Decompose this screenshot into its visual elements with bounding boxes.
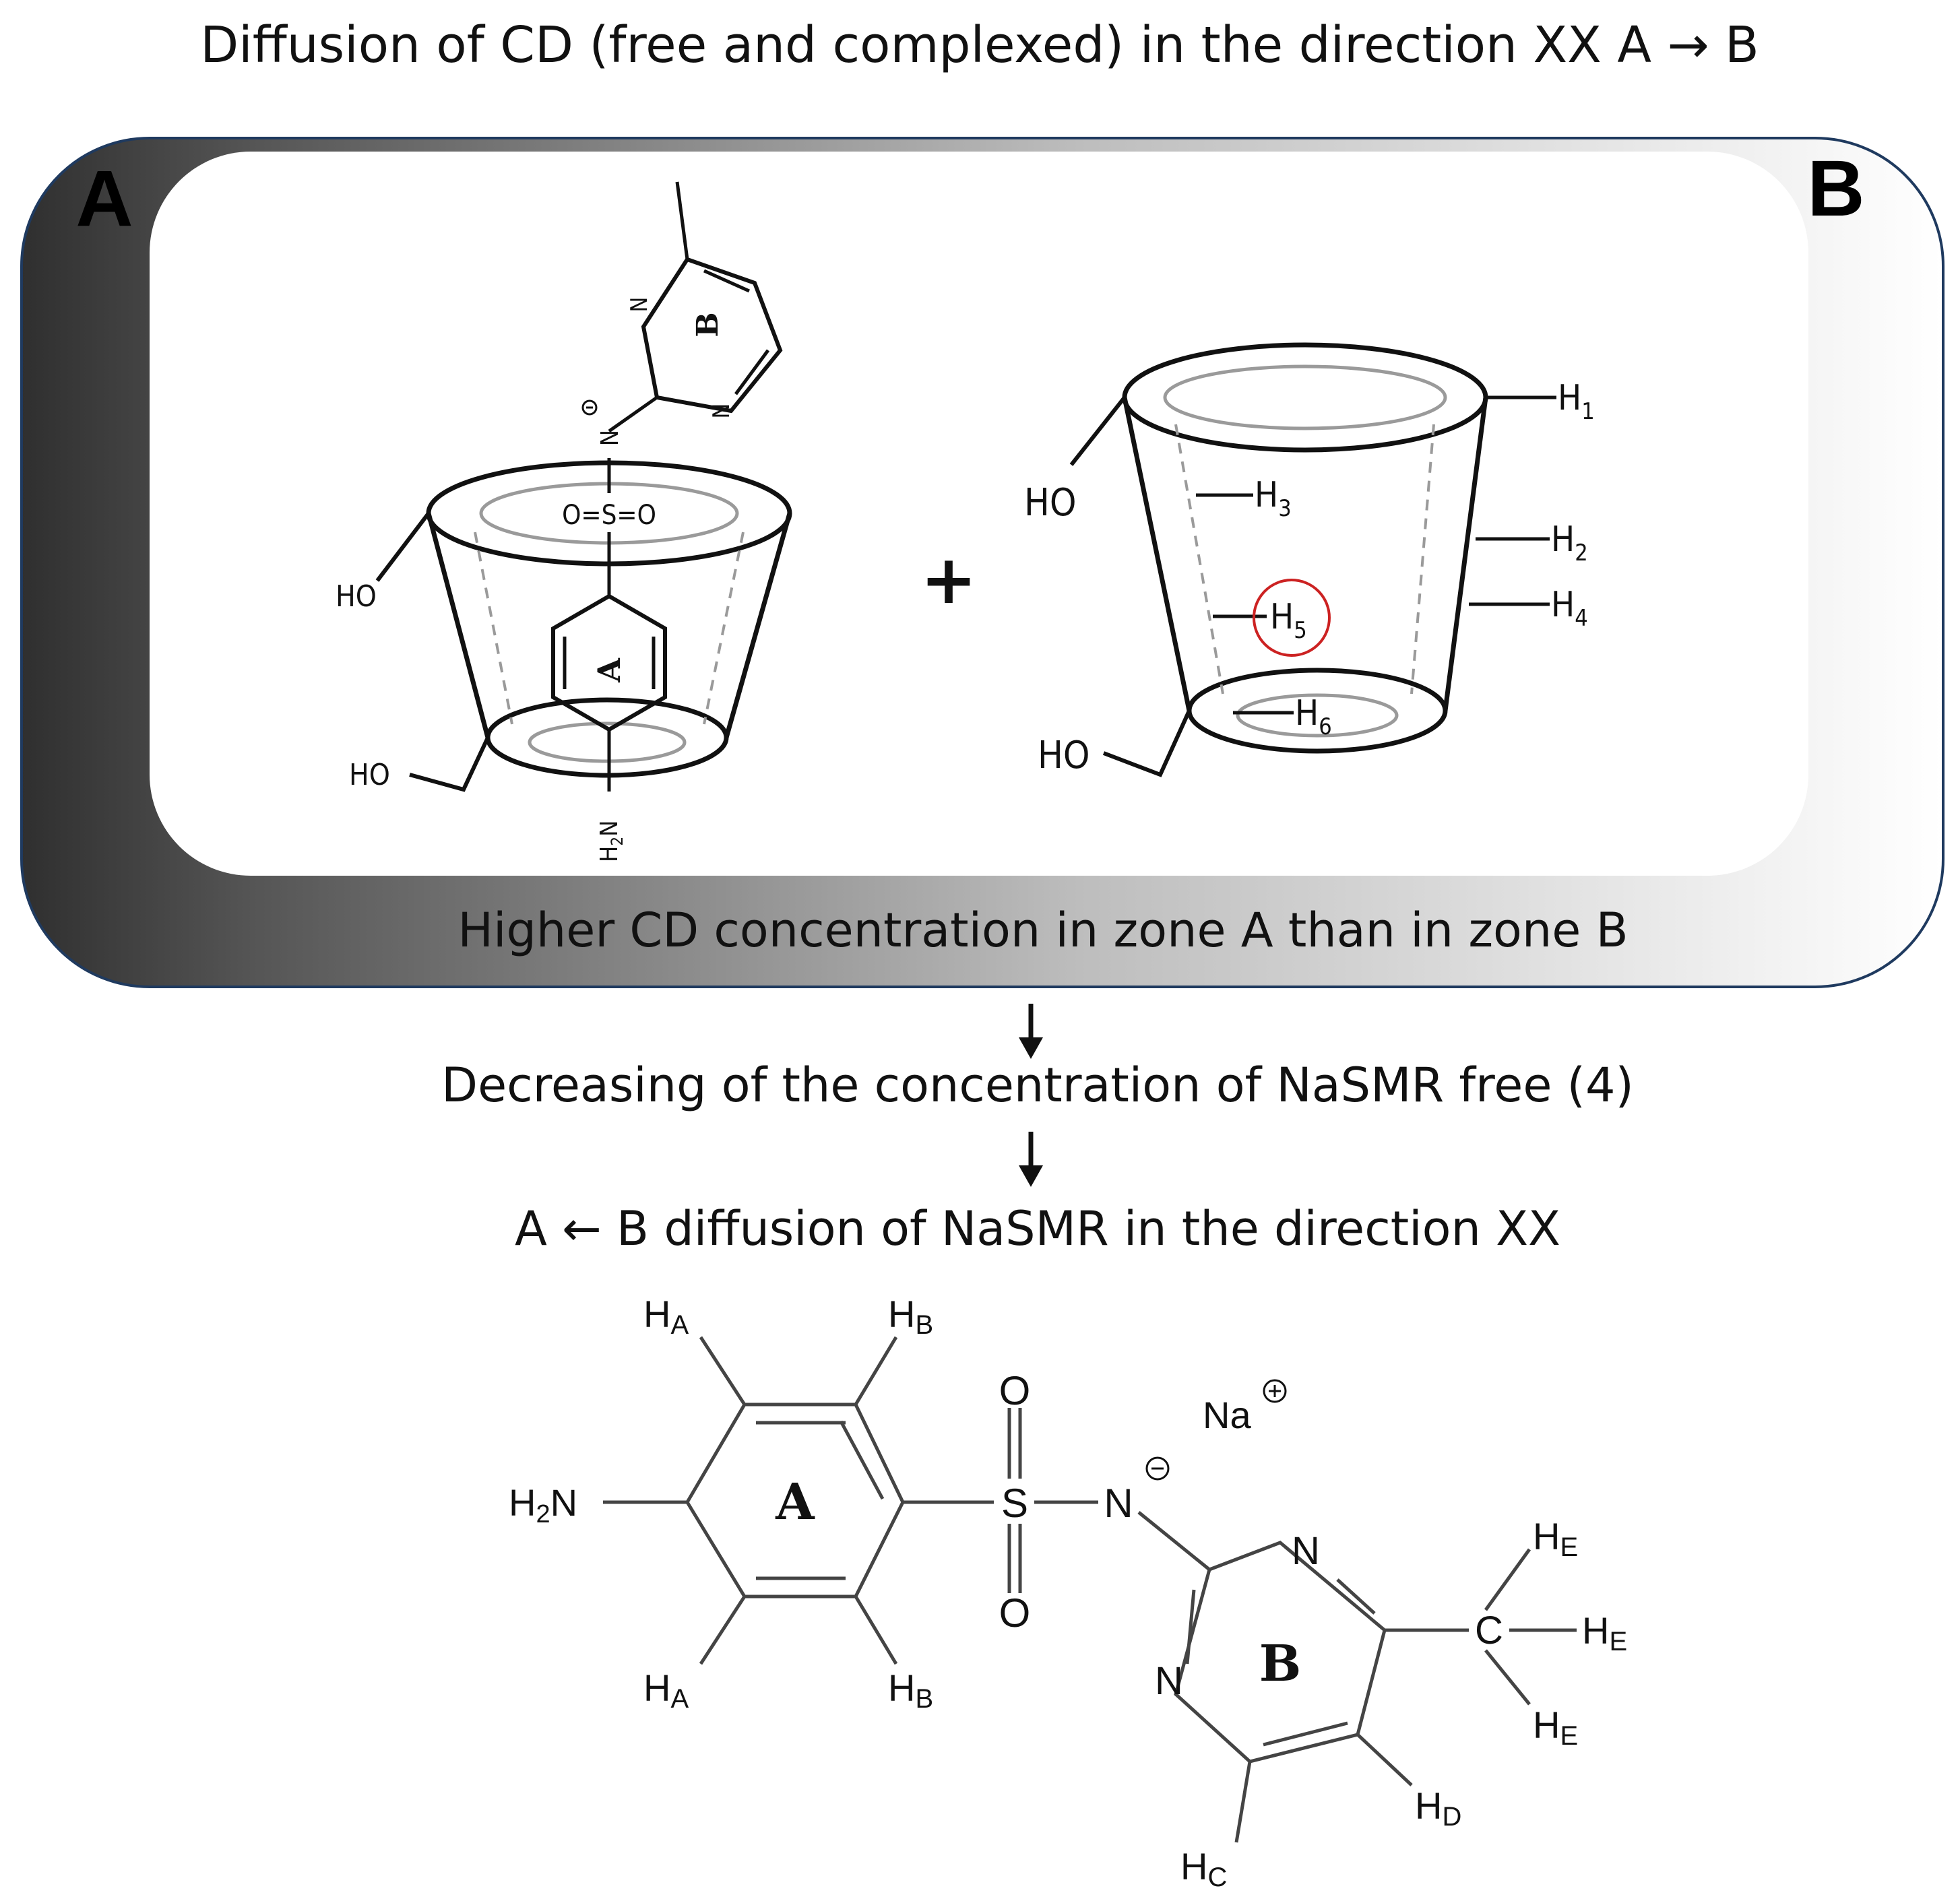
- nasmr-carbon: C: [1475, 1609, 1503, 1652]
- nasmr-n-ring-left: N: [1155, 1659, 1183, 1703]
- complex-ring-b: [641, 257, 783, 414]
- cd-proton-h3: H3: [1255, 475, 1292, 522]
- step-2-text: A ← B diffusion of NaSMR in the directio…: [515, 1201, 1560, 1256]
- cd-proton-h4: H4: [1551, 585, 1588, 632]
- nasmr-hb-top: HB: [888, 1293, 933, 1340]
- complex-ring-b-label: B: [691, 312, 725, 337]
- down-arrow-icon: [1019, 1132, 1043, 1187]
- cd-proton-h1: H1: [1558, 378, 1595, 425]
- complex-ring-a-label: A: [591, 657, 627, 683]
- cyclodextrin-cone: [1069, 342, 1556, 777]
- complex-sulfonyl: O=S=O: [562, 500, 656, 531]
- h5-highlight-circle: [1253, 579, 1331, 657]
- nasmr-ha-bottom: HA: [643, 1667, 689, 1714]
- nasmr-sodium: Na: [1203, 1394, 1251, 1436]
- complex-cone-bottom-inner: [528, 721, 687, 763]
- nasmr-ha-top: HA: [643, 1293, 689, 1340]
- inner-white-panel: [150, 152, 1808, 876]
- down-arrow-icon: [1019, 1004, 1043, 1059]
- nasmr-oxygen-bottom: O: [999, 1590, 1031, 1636]
- nasmr-ring-a-label: A: [775, 1473, 815, 1531]
- nasmr-he-bottom: HE: [1533, 1704, 1578, 1751]
- plus-sign: +: [920, 540, 977, 619]
- nasmr-hb-bottom: HB: [888, 1667, 933, 1714]
- nasmr-n-ring-top: N: [1292, 1529, 1320, 1573]
- complex-ho-top: HO: [336, 579, 377, 614]
- zone-caption: Higher CD concentration in zone A than i…: [457, 903, 1628, 958]
- cd-top-inner: [1163, 364, 1447, 430]
- cd-proton-h2: H2: [1551, 519, 1588, 567]
- complex-n-ring-2: N: [708, 404, 735, 419]
- nasmr-he-top: HE: [1533, 1515, 1578, 1562]
- complex-ho-bottom: HO: [349, 758, 390, 792]
- step-1-text: Decreasing of the concentration of NaSMR…: [441, 1058, 1634, 1113]
- nasmr-structure: [603, 1336, 1577, 1843]
- zone-b-label: B: [1807, 144, 1864, 233]
- nasmr-hc: HC: [1180, 1845, 1227, 1892]
- positive-charge-icon: [1263, 1379, 1287, 1403]
- nasmr-hd: HD: [1415, 1784, 1461, 1832]
- cd-bottom-inner: [1236, 693, 1399, 738]
- nasmr-amine: H2N: [509, 1481, 577, 1528]
- complex-negative-charge-icon: [581, 399, 598, 416]
- negative-charge-icon: [1145, 1456, 1170, 1481]
- nasmr-he-mid: HE: [1582, 1609, 1627, 1656]
- nasmr-n-minus: N: [1104, 1481, 1133, 1526]
- complex-n-minus: N: [596, 430, 624, 446]
- diagram-title: Diffusion of CD (free and complexed) in …: [200, 16, 1759, 74]
- complex-amine: H2N: [596, 820, 627, 862]
- cd-ho-top: HO: [1024, 481, 1077, 525]
- nasmr-ring-b-label: B: [1259, 1635, 1302, 1693]
- nasmr-oxygen-top: O: [999, 1368, 1031, 1413]
- zone-a-label: A: [75, 154, 133, 243]
- cd-ho-bottom: HO: [1038, 734, 1090, 777]
- cd-proton-h6: H6: [1295, 693, 1332, 740]
- cd-proton-h5: H5: [1270, 597, 1307, 644]
- inclusion-complex: [375, 181, 792, 792]
- svg-text:H2N: H2N: [596, 820, 627, 862]
- complex-n-ring-1: N: [626, 297, 653, 313]
- nasmr-sulfur: S: [1001, 1481, 1028, 1526]
